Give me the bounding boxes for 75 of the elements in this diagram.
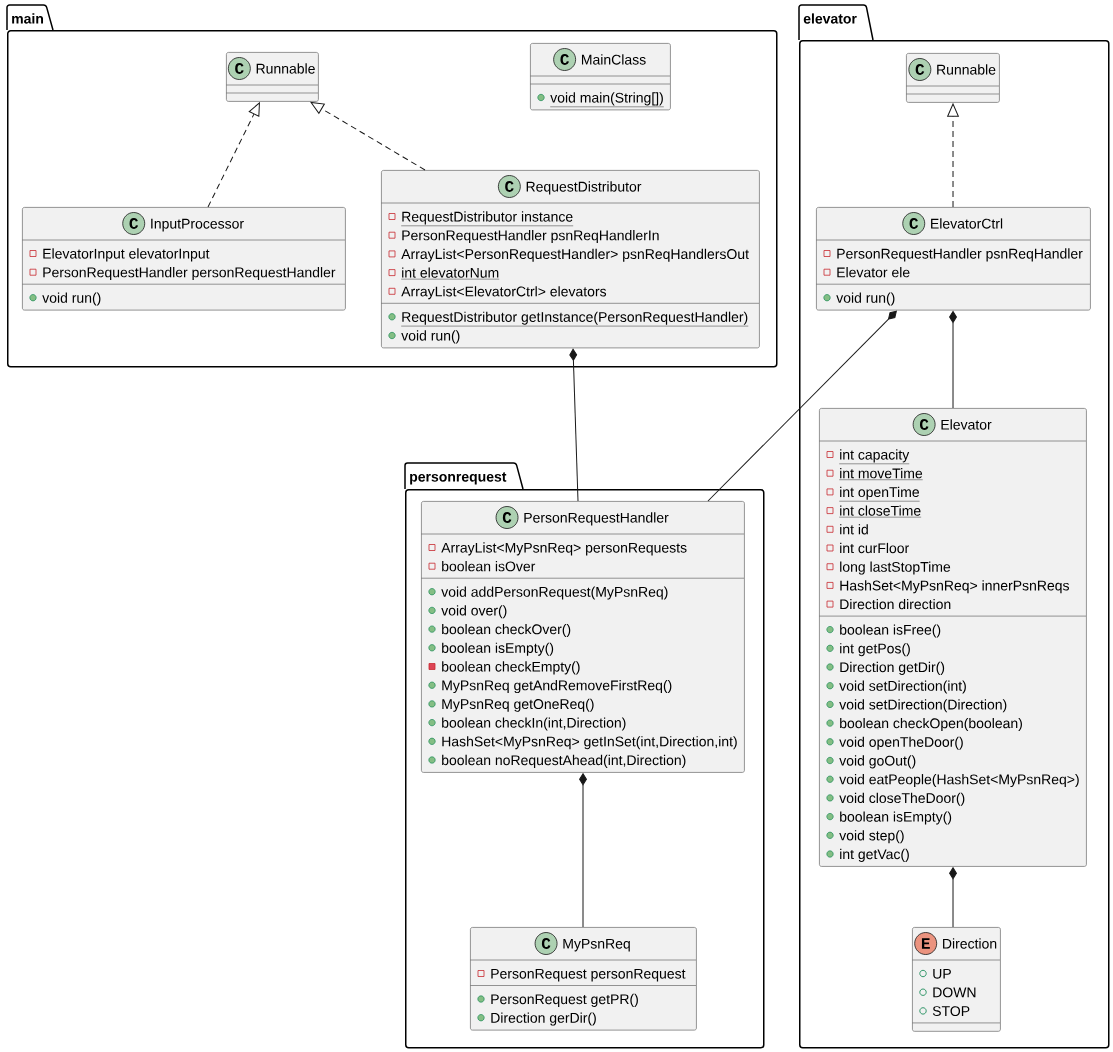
package-tab: personrequest [404, 462, 524, 490]
method-text: void run() [836, 292, 895, 306]
class-name: PersonRequestHandler [524, 512, 669, 526]
method-text: void setDirection(Direction) [839, 699, 1007, 713]
method-text: void goOut() [839, 755, 916, 769]
method-text: boolean isFree() [840, 624, 941, 638]
attribute-text: ArrayList<PersonRequestHandler> psnReqHandlersOut [401, 248, 749, 262]
method-text: boolean checkOpen(boolean) [840, 717, 1022, 731]
composition-line [707, 310, 897, 502]
attribute-text: RequestDistributor instance [401, 211, 574, 226]
attribute-text: long lastStopTime [840, 561, 951, 575]
composition-line [569, 348, 579, 502]
attribute-text: int curFloor [840, 542, 909, 554]
arrow [947, 103, 959, 208]
attribute-text: Direction direction [840, 598, 951, 610]
method-text: Direction gerDir() [491, 1012, 596, 1026]
composition-line [949, 310, 957, 409]
method-text: void addPersonRequest(MyPsnReq) [441, 586, 668, 600]
attribute-text: int openTime [839, 486, 920, 502]
class-name: RequestDistributor [526, 181, 642, 195]
package-tab: main [6, 4, 54, 31]
class-name: InputProcessor [151, 218, 244, 232]
attribute-text: PersonRequestHandler personRequestHandler [43, 267, 336, 281]
composition-line [949, 867, 957, 928]
method-text: void main(String[]) [550, 92, 664, 107]
method-text: boolean checkIn(int,Direction) [442, 717, 626, 731]
method-text: boolean isEmpty() [442, 642, 554, 656]
method-text: void step() [839, 830, 904, 844]
class-name: Runnable [937, 64, 996, 75]
method-text: void run() [401, 330, 460, 344]
attribute-text: int id [840, 524, 868, 535]
method-text: boolean checkOver() [442, 623, 571, 637]
attribute-text: ArrayList<ElevatorCtrl> elevators [401, 286, 607, 300]
class-name: Runnable [256, 63, 315, 74]
arrow [207, 102, 260, 208]
attribute-text: ArrayList<MyPsnReq> personRequests [441, 542, 687, 556]
method-text: void setDirection(int) [839, 680, 966, 694]
attribute-text: HashSet<MyPsnReq> innerPsnReqs [840, 580, 1069, 594]
class-name: MainClass [582, 54, 646, 65]
method-text: HashSet<MyPsnReq> getInSet(int,Direction,int) [442, 736, 737, 750]
class-name: MyPsnReq [563, 938, 630, 952]
method-text: boolean isEmpty() [840, 811, 952, 825]
method-text: void closeTheDoor() [839, 792, 965, 806]
method-text: boolean checkEmpty() [442, 661, 580, 675]
package-tab: elevator [798, 4, 874, 41]
method-text: MyPsnReq getAndRemoveFirstReq() [442, 680, 672, 694]
attribute-text: PersonRequestHandler psnReqHandler [837, 248, 1083, 262]
method-text: MyPsnReq getOneReq() [442, 698, 594, 712]
class-name: Direction [943, 938, 997, 949]
method-text: boolean noRequestAhead(int,Direction) [442, 754, 686, 768]
enum-value: STOP [932, 1006, 970, 1017]
method-text: PersonRequest getPR() [491, 993, 638, 1007]
composition-line [579, 773, 587, 928]
attribute-text: PersonRequestHandler psnReqHandlerIn [402, 230, 659, 244]
method-text: void run() [42, 292, 101, 306]
class-name: Elevator [941, 419, 992, 430]
method-text: int getVac() [840, 848, 909, 862]
attribute-text: int elevatorNum [401, 267, 500, 280]
method-text: int getPos() [840, 643, 910, 657]
method-text: void eatPeople(HashSet<MyPsnReq>) [839, 774, 1079, 788]
method-text: void openTheDoor() [839, 736, 963, 750]
attribute-text: PersonRequest personRequest [491, 968, 686, 982]
method-text: void over() [441, 605, 507, 619]
method-text: Direction getDir() [840, 661, 945, 675]
enum-value: DOWN [933, 987, 976, 998]
class-name: ElevatorCtrl [931, 218, 1003, 229]
arrow [310, 101, 426, 171]
enum-value: UP [933, 968, 951, 979]
attribute-text: boolean isOver [442, 561, 536, 572]
attribute-text: int capacity [839, 449, 910, 464]
attribute-text: Elevator ele [837, 267, 910, 278]
attribute-text: int moveTime [839, 468, 923, 480]
attribute-text: ElevatorInput elevatorInput [43, 248, 210, 262]
attribute-text: int closeTime [839, 505, 922, 518]
method-text: RequestDistributor getInstance(PersonRequestHandler) [401, 311, 749, 327]
